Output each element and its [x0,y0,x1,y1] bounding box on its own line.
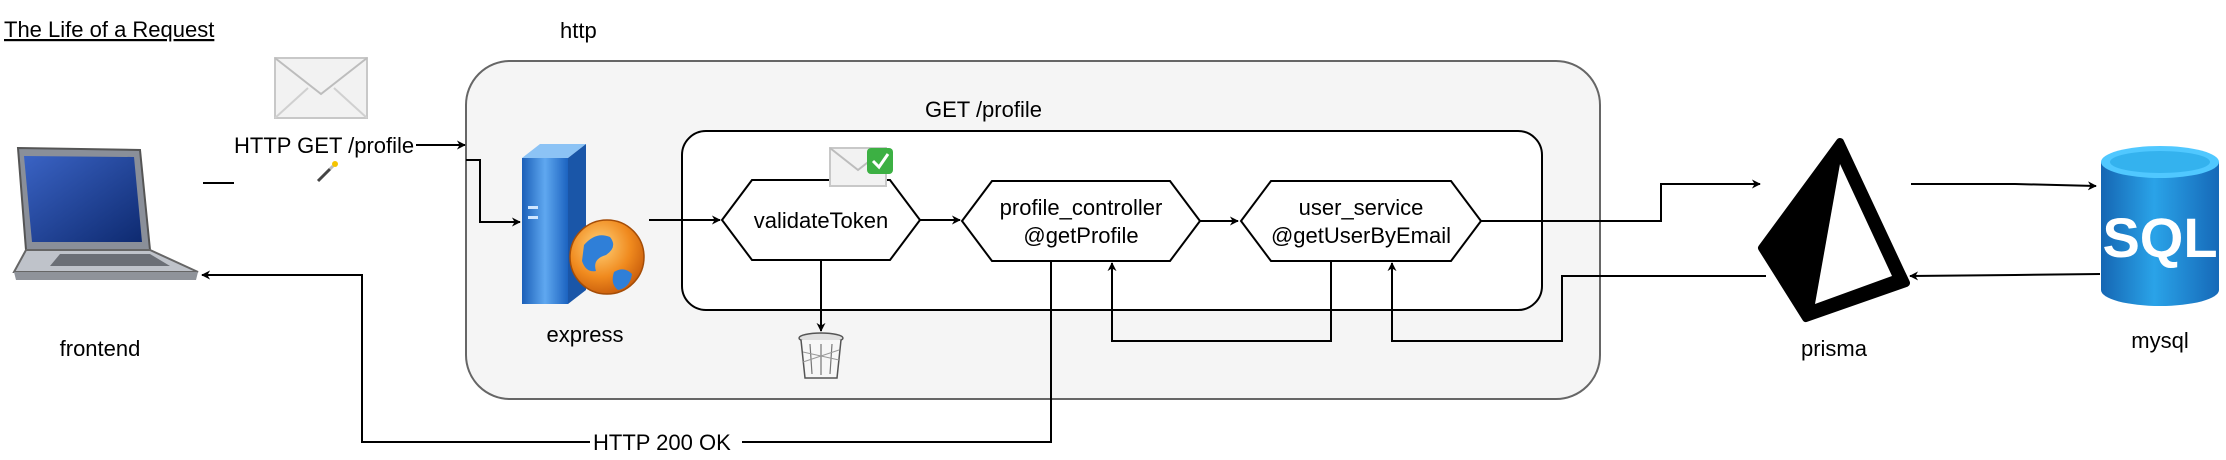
user-service-label-line1: user_service [1299,195,1424,220]
response-label-bg [590,428,742,454]
response-edge-label: HTTP 200 OK [593,430,731,455]
validate-token-label: validateToken [754,208,889,233]
profile-controller-label-line2: @getProfile [1023,223,1138,248]
express-label: express [546,322,623,347]
server-globe-icon [522,144,645,304]
service-return-arrow [1107,261,1332,342]
profile-controller-label-line1: profile_controller [1000,195,1163,220]
magic-wand-icon [316,161,338,183]
prisma-to-mysql-arrow [1911,181,2097,191]
prisma-return-arrow [1387,262,1766,342]
user-service-node[interactable] [1239,180,1483,262]
envelope-icon [274,57,368,119]
container-to-express-arrow [466,159,521,227]
profile-controller-node[interactable] [960,180,1202,262]
mysql-to-prisma-arrow [1909,271,2101,281]
frontend-label: frontend [60,336,141,361]
prisma-logo-icon [1758,138,1910,322]
service-to-prisma-arrow [1481,179,1761,222]
http-container-label: http [560,18,597,43]
request-edge-label: HTTP GET /profile [234,133,414,158]
sql-database-icon: SQL [2101,146,2219,306]
diagram-title: The Life of a Request [4,17,214,42]
get-profile-container-label: GET /profile [925,97,1042,122]
user-service-label-line2: @getUserByEmail [1271,223,1451,248]
prisma-label: prisma [1801,336,1868,361]
envelope-check-icon [829,147,893,187]
mysql-label: mysql [2131,328,2188,353]
laptop-icon [12,146,199,280]
trash-bin-icon [798,332,844,379]
response-arrow [201,261,1052,443]
sql-badge-text: SQL [2102,206,2217,269]
